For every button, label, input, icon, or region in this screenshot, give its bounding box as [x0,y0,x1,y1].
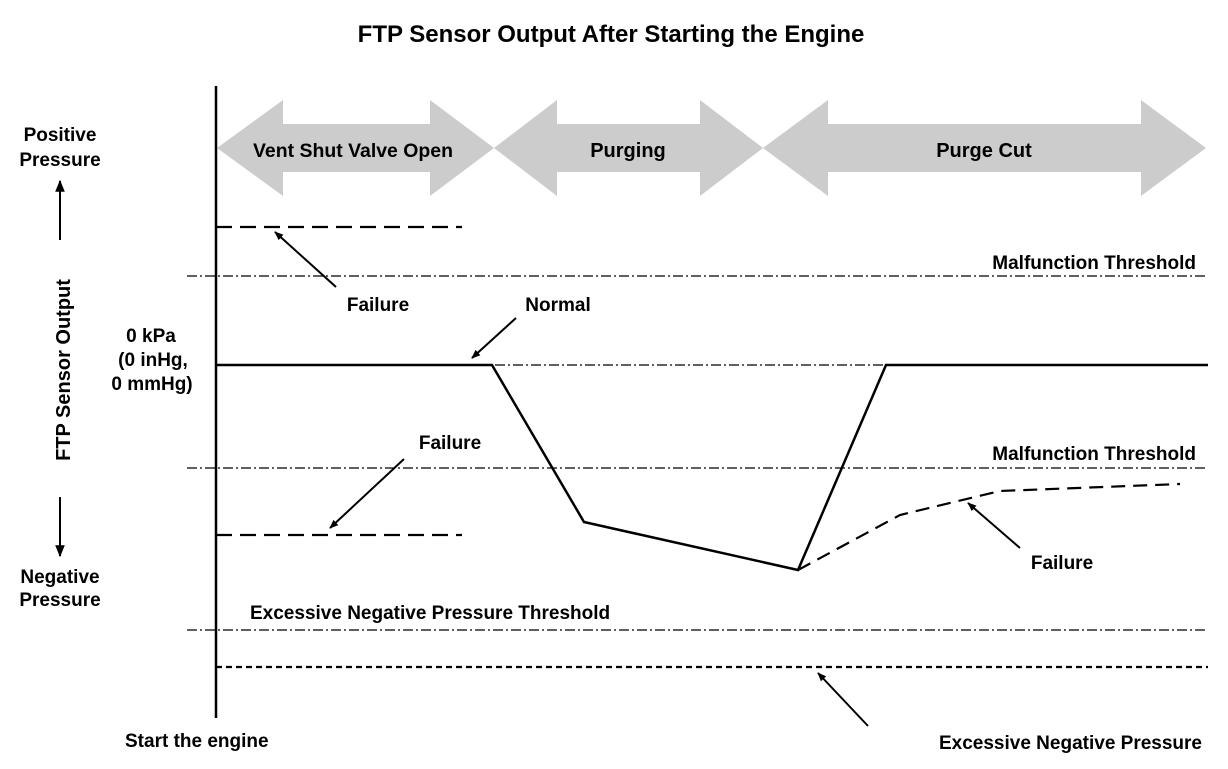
failure-purge-cut-curve [797,482,1181,571]
start-engine-label: Start the engine [125,731,269,752]
zero-pressure-label-1: 0 kPa [126,326,176,347]
normal-label: Normal [525,295,590,316]
failure-purge-cut-pointer [967,502,1021,549]
failure-high-label: Failure [347,295,409,316]
failure-low-pointer [329,458,405,529]
failure-purge-cut-label: Failure [1031,553,1093,574]
phase-label-purge-cut: Purge Cut [936,140,1032,162]
lower-malfunction-threshold-label: Malfunction Threshold [992,444,1196,465]
excessive-negative-pressure-pointer [817,672,869,727]
excessive-negative-pressure-label: Excessive Negative Pressure [939,733,1202,754]
phase-label-vent-shut: Vent Shut Valve Open [253,141,453,162]
zero-pressure-label-2: (0 inHg, [118,350,188,371]
diagram-title: FTP Sensor Output After Starting the Eng… [358,21,865,48]
normal-output-curve [216,363,1208,572]
excessive-negative-threshold-label: Excessive Negative Pressure Threshold [250,603,610,624]
phase-arrow-purge-cut [763,100,1206,196]
zero-pressure-label-3: 0 mmHg) [111,374,192,395]
phase-label-purging: Purging [590,140,666,162]
positive-pressure-label-1: Positive [24,125,97,146]
negative-pressure-label-1: Negative [20,567,99,588]
negative-pressure-label-2: Pressure [19,590,100,611]
positive-pressure-label-2: Pressure [19,150,100,171]
phase-arrow-purging [494,100,763,196]
phase-arrow-vent-shut [217,100,494,196]
upper-malfunction-threshold-label: Malfunction Threshold [992,253,1196,274]
y-axis-title: FTP Sensor Output [53,279,75,461]
normal-pointer [471,317,517,359]
failure-low-label: Failure [419,433,481,454]
failure-high-pointer [274,231,337,288]
